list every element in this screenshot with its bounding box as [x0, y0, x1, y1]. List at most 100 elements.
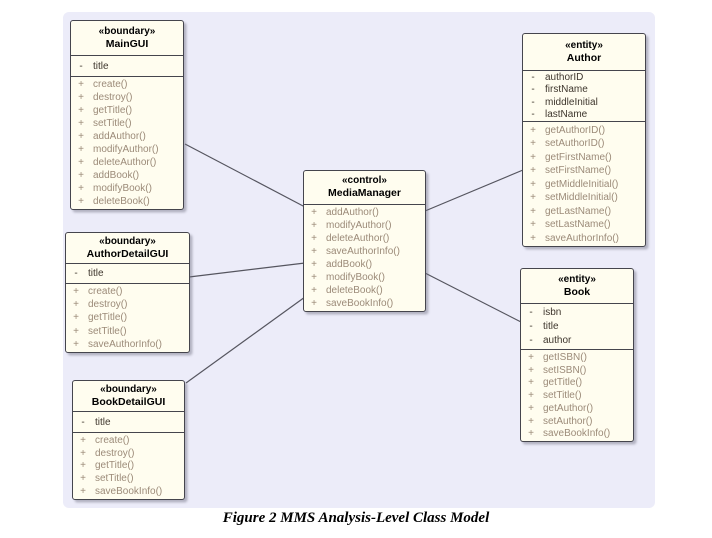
method-row: +create(): [66, 286, 189, 297]
method-row: +create(): [73, 435, 184, 446]
member-label: title: [95, 416, 111, 428]
member-label: addBook(): [93, 170, 140, 181]
method-row: +saveBookInfo(): [521, 428, 633, 439]
member-label: author: [543, 335, 572, 346]
method-row: + setLastName(): [523, 219, 645, 230]
class-title-compartment: «boundary» MainGUI: [71, 21, 183, 55]
visibility-marker: +: [78, 196, 84, 207]
method-row: +saveBookInfo(): [304, 298, 425, 309]
visibility-marker: -: [531, 96, 535, 108]
attribute-row: -authorID: [523, 72, 645, 83]
member-label: deleteAuthor(): [93, 157, 157, 168]
methods-compartment: +getAuthorID() +setAuthorID() + getFirstNam…: [523, 121, 645, 246]
member-label: setTitle(): [95, 473, 134, 485]
connector-mediamanager-book: [424, 272, 522, 323]
visibility-marker: +: [73, 312, 79, 324]
class-authordetailgui: «boundary» AuthorDetailGUI -title +creat…: [65, 232, 190, 353]
visibility-marker: -: [531, 84, 535, 96]
member-label: saveBookInfo(): [95, 486, 163, 498]
member-label: modifyBook(): [326, 272, 385, 283]
visibility-marker: +: [311, 246, 317, 257]
visibility-marker: -: [531, 108, 535, 120]
member-label: setTitle(): [88, 325, 127, 337]
visibility-marker: +: [528, 415, 534, 427]
member-label: deleteBook(): [93, 196, 150, 207]
method-row: +modifyBook(): [71, 183, 183, 194]
method-row: +destroy(): [71, 92, 183, 103]
method-row: +addAuthor(): [71, 131, 183, 142]
method-row: + setTitle(): [73, 473, 184, 484]
visibility-marker: -: [74, 268, 78, 279]
attribute-row: -middleInitial: [523, 97, 645, 108]
method-row: + getFirstName(): [523, 152, 645, 163]
member-label: modifyAuthor(): [93, 144, 159, 155]
method-row: + modifyAuthor(): [304, 220, 425, 231]
member-label: modifyAuthor(): [326, 220, 392, 231]
method-row: +setAuthorID(): [523, 138, 645, 149]
method-row: + setMiddleInitial(): [523, 192, 645, 203]
class-title-compartment: «boundary» AuthorDetailGUI: [66, 233, 189, 263]
attributes-compartment: -isbn-title-author: [521, 303, 633, 349]
visibility-marker: +: [530, 192, 536, 203]
attribute-row: -isbn: [521, 307, 633, 318]
method-row: + saveAuthorInfo(): [304, 246, 425, 257]
class-name: MainGUI: [105, 37, 149, 50]
class-book: «entity» Book -isbn-title-author +getISB…: [520, 268, 634, 442]
member-label: getMiddleInitial(): [545, 178, 619, 190]
class-name: Author: [566, 51, 602, 64]
member-label: saveAuthorInfo(): [326, 246, 400, 257]
visibility-marker: +: [78, 131, 84, 142]
member-label: setLastName(): [545, 219, 611, 230]
visibility-marker: +: [311, 220, 317, 231]
method-row: +getTitle(): [73, 460, 184, 471]
method-row: +getTitle(): [71, 105, 183, 116]
visibility-marker: +: [78, 105, 84, 116]
visibility-marker: +: [528, 402, 534, 414]
methods-compartment: +create() +destroy() +getTitle()+ setTitle(…: [66, 283, 189, 352]
class-title-compartment: «control» MediaManager: [304, 171, 425, 204]
methods-compartment: +getISBN()+setISBN()+getTitle()+setTitle…: [521, 349, 633, 441]
visibility-marker: -: [529, 321, 533, 332]
visibility-marker: +: [78, 92, 84, 103]
member-label: deleteBook(): [326, 285, 383, 296]
member-label: create(): [93, 79, 128, 90]
member-label: setMiddleInitial(): [545, 192, 618, 203]
member-label: setTitle(): [543, 390, 582, 401]
method-row: +saveBookInfo(): [73, 486, 184, 497]
method-row: +getTitle(): [66, 312, 189, 323]
member-label: saveBookInfo(): [326, 298, 394, 309]
class-title-compartment: «entity» Book: [521, 269, 633, 303]
method-row: +getMiddleInitial(): [523, 179, 645, 190]
method-row: +destroy(): [66, 299, 189, 310]
member-label: modifyBook(): [93, 183, 152, 194]
visibility-marker: +: [78, 144, 84, 155]
method-row: +modifyBook(): [304, 272, 425, 283]
attribute-row: -title: [66, 268, 189, 279]
method-row: +addAuthor(): [304, 207, 425, 218]
visibility-marker: +: [530, 151, 536, 163]
class-author: «entity» Author -authorID-firstName-midd…: [522, 33, 646, 247]
member-label: getTitle(): [543, 377, 583, 389]
attribute-row: -lastName: [523, 109, 645, 120]
connector-mediamanager-author: [424, 169, 524, 212]
method-row: +getAuthorID(): [523, 125, 645, 136]
visibility-marker: -: [81, 416, 85, 428]
visibility-marker: +: [530, 232, 536, 244]
visibility-marker: +: [80, 460, 86, 472]
visibility-marker: +: [80, 473, 86, 485]
method-row: + getTitle(): [521, 377, 633, 388]
method-row: + deleteBook(): [71, 196, 183, 207]
method-row: +getLastName(): [523, 206, 645, 217]
visibility-marker: +: [311, 207, 317, 218]
visibility-marker: +: [528, 377, 534, 389]
member-label: getFirstName(): [545, 151, 612, 163]
visibility-marker: +: [530, 219, 536, 230]
stereotype-label: «boundary»: [98, 25, 156, 37]
visibility-marker: +: [530, 124, 536, 136]
attribute-row: -firstName: [523, 84, 645, 95]
visibility-marker: +: [528, 364, 534, 376]
method-row: +addBook(): [304, 259, 425, 270]
visibility-marker: -: [529, 335, 533, 346]
